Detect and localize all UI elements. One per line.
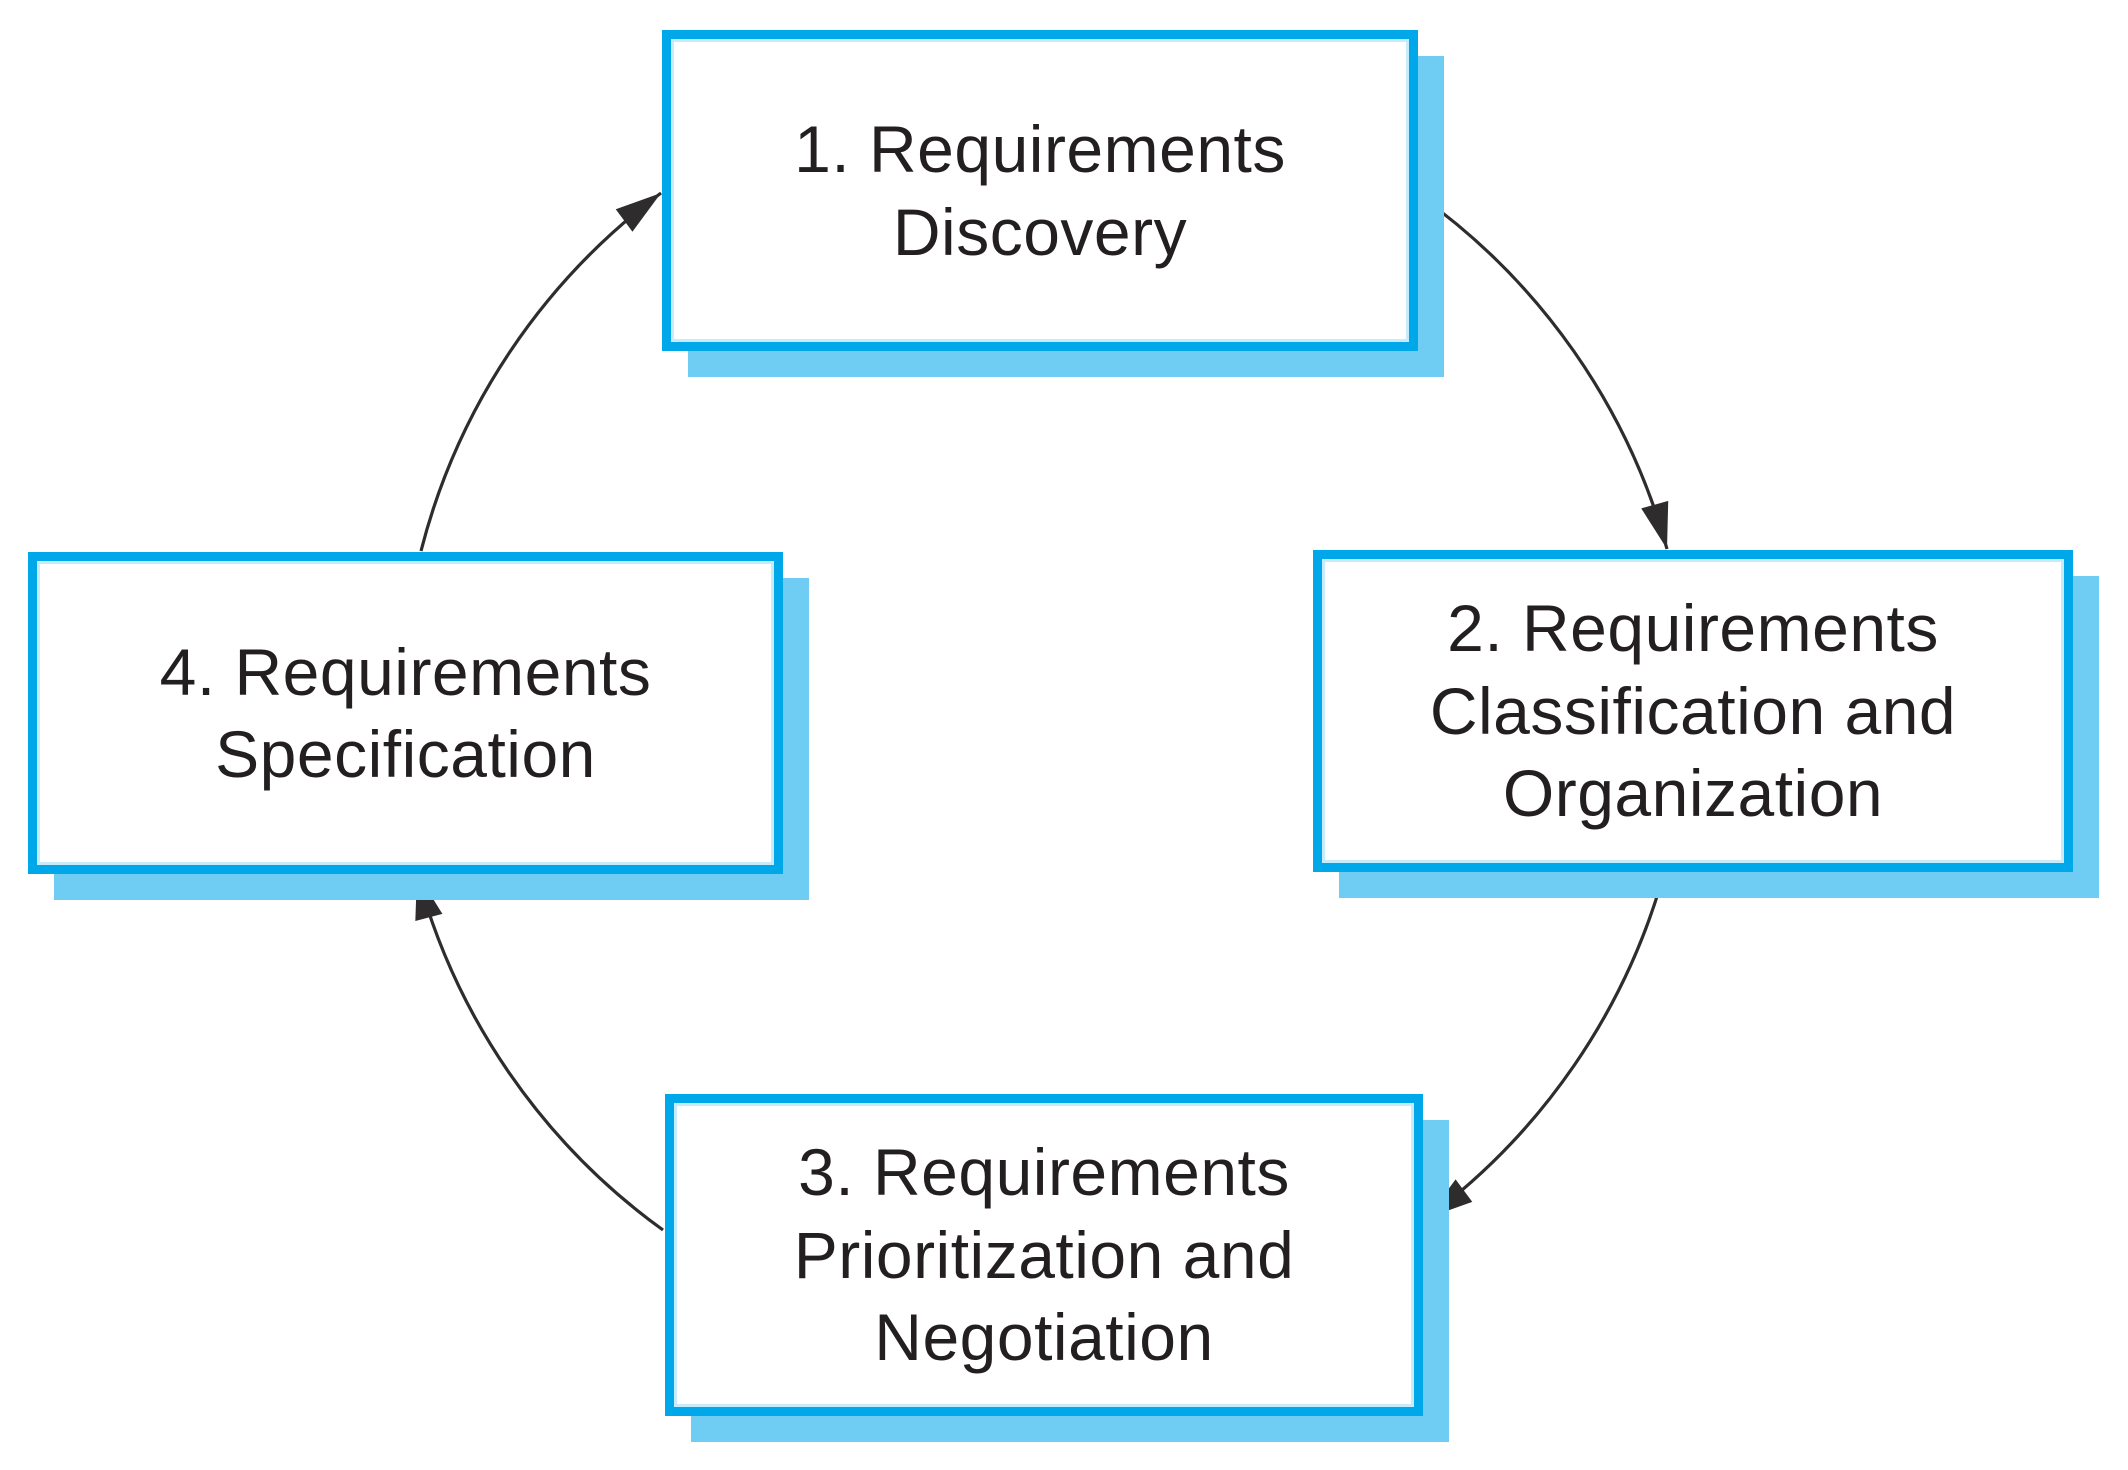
box-line: 1. Requirements [794,112,1286,186]
box-line: Discovery [892,194,1188,269]
arrow-specification-to-discovery [419,191,662,552]
process-box-requirements-prioritization-and-negotiation: 3. Requirements Prioritization and Negot… [665,1094,1423,1416]
arrow-discovery-to-classification [1419,194,1669,550]
box-line: Organization [1502,756,1884,831]
box-line: Classification and [1429,673,1957,748]
arrow-prioritization-to-specification [415,872,664,1232]
box-line: Negotiation [874,1300,1214,1375]
process-box-requirements-classification-and-organization: 2. Requirements Classification and Organ… [1313,550,2073,872]
process-box-requirements-discovery: 1. Requirements Discovery [662,30,1418,351]
box-line: Prioritization and [793,1217,1295,1292]
box-line: 3. Requirements [798,1135,1290,1210]
box-line: 2. Requirements [1447,591,1939,666]
process-box-requirements-specification: 4. Requirements Specification [28,552,783,874]
box-line: Specification [215,717,596,791]
box-line: 4. Requirements [159,634,652,709]
arrow-classification-to-prioritization [1426,872,1666,1220]
